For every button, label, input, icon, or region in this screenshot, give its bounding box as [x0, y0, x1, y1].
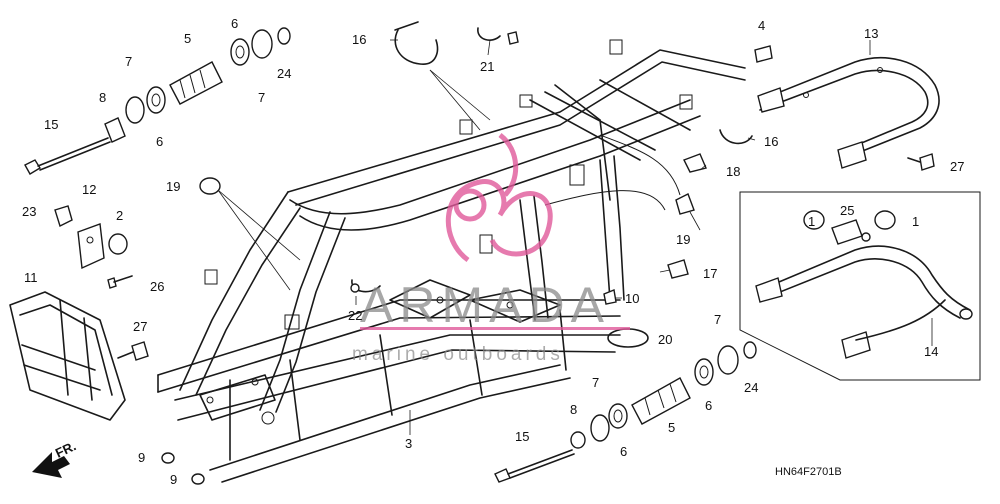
callout-12: 12 — [82, 182, 96, 197]
callout-13: 13 — [864, 26, 878, 41]
callout-6: 6 — [705, 398, 712, 413]
callout-9: 9 — [138, 450, 145, 465]
callout-10: 10 — [625, 291, 639, 306]
callout-5: 5 — [184, 31, 191, 46]
clip-17 — [667, 259, 689, 279]
bolt-27-right — [907, 153, 935, 171]
clamp-16-upper — [394, 21, 439, 65]
bearing-stack-upper — [125, 27, 291, 124]
callout-9: 9 — [170, 472, 177, 487]
front-direction-label: FR. — [53, 438, 78, 460]
callout-22: 22 — [348, 308, 362, 323]
leader-lines — [217, 39, 933, 435]
callout-24: 24 — [277, 66, 291, 81]
callout-2: 2 — [116, 208, 123, 223]
callout-25: 25 — [840, 203, 854, 218]
callout-15: 15 — [515, 429, 529, 444]
clip-19-upper — [199, 177, 221, 195]
grab-bar-13 — [757, 57, 940, 169]
callout-6: 6 — [620, 444, 627, 459]
callout-6: 6 — [231, 16, 238, 31]
callout-19: 19 — [676, 232, 690, 247]
clamp-16-right — [719, 129, 753, 145]
watermark-underline — [360, 327, 630, 330]
callout-1: 1 — [912, 214, 919, 229]
callout-20: 20 — [658, 332, 672, 347]
front-guard-11 — [9, 291, 126, 421]
diagram-code: HN64F2701B — [775, 466, 842, 478]
callout-26: 26 — [150, 279, 164, 294]
callout-16: 16 — [352, 32, 366, 47]
callout-18: 18 — [726, 164, 740, 179]
collar-8-upper — [104, 117, 126, 143]
callout-27: 27 — [133, 319, 147, 334]
bolt-15-lower — [494, 449, 575, 483]
callout-7: 7 — [258, 90, 265, 105]
callouts: 1 1 2 3 4 5 5 6 6 6 6 7 7 7 7 8 8 9 9 10… — [22, 16, 964, 487]
callout-17: 17 — [703, 266, 717, 281]
clip-21 — [477, 27, 519, 45]
callout-7: 7 — [592, 375, 599, 390]
callout-16: 16 — [764, 134, 778, 149]
nuts-9 — [161, 452, 205, 485]
callout-3: 3 — [405, 436, 412, 451]
nut-4 — [754, 45, 773, 63]
watermark-logo — [445, 133, 553, 263]
watermark-tagline: marine outboards — [352, 344, 564, 365]
callout-4: 4 — [758, 18, 765, 33]
callout-23: 23 — [22, 204, 36, 219]
bracket-12-assembly — [54, 205, 133, 289]
clamp-22 — [350, 279, 381, 293]
callout-1: 1 — [808, 214, 815, 229]
clip-18 — [683, 153, 707, 173]
callout-11: 11 — [24, 270, 38, 285]
callout-6: 6 — [156, 134, 163, 149]
callout-19: 19 — [166, 179, 180, 194]
bolt-27-left — [117, 341, 149, 361]
callout-5: 5 — [668, 420, 675, 435]
callout-24: 24 — [744, 380, 758, 395]
callout-14: 14 — [924, 344, 938, 359]
front-direction-arrow — [32, 452, 70, 478]
callout-27: 27 — [950, 159, 964, 174]
callout-15: 15 — [44, 117, 58, 132]
callout-7: 7 — [714, 312, 721, 327]
callout-8: 8 — [570, 402, 577, 417]
inset-box — [739, 191, 981, 381]
bolt-15-upper — [24, 137, 111, 175]
nut-10 — [603, 289, 617, 305]
frame-body — [157, 39, 746, 483]
watermark-brand: ARMADA — [360, 277, 610, 333]
watermark: ARMADA marine outboards — [352, 133, 630, 365]
callout-21: 21 — [480, 59, 494, 74]
callout-8: 8 — [99, 90, 106, 105]
callout-7: 7 — [125, 54, 132, 69]
clamp-20 — [607, 328, 649, 348]
bearing-stack-lower — [570, 341, 757, 449]
clip-19-right — [675, 193, 695, 215]
